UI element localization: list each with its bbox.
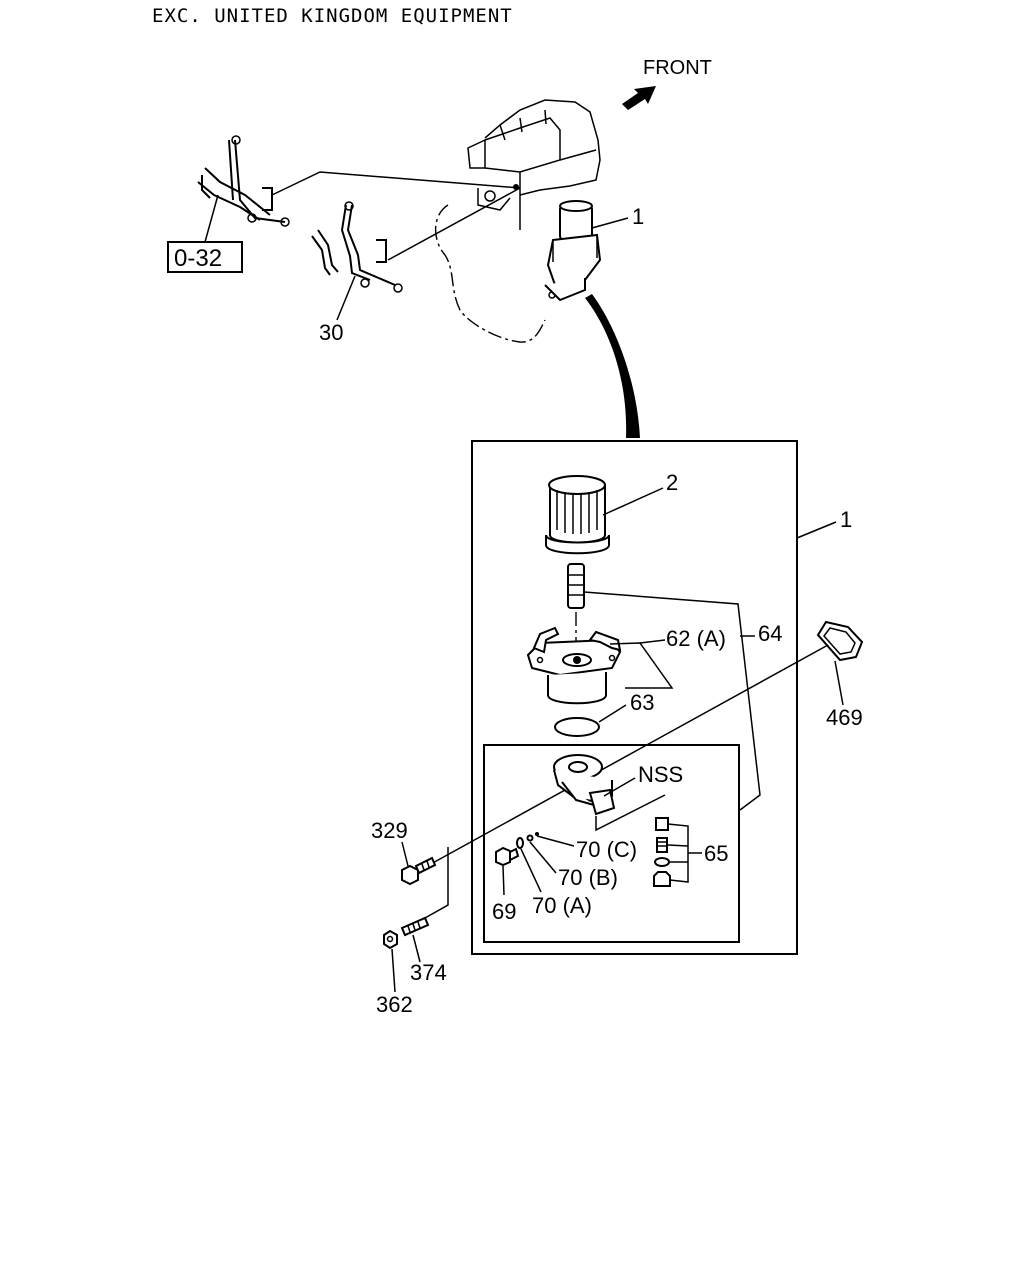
- o-ring: [554, 717, 600, 737]
- plug-and-washers-70: [495, 832, 539, 867]
- callout-nss: NSS: [638, 762, 683, 787]
- front-arrow-icon: [622, 86, 656, 110]
- callout-1-top: 1: [632, 204, 644, 229]
- gasket-469: [816, 620, 864, 662]
- callout-63: 63: [630, 690, 654, 715]
- callout-2: 2: [666, 470, 678, 495]
- oil-filter-element: [545, 475, 610, 555]
- nut-362: [383, 929, 398, 950]
- front-label: FRONT: [643, 57, 712, 79]
- callout-329: 329: [371, 818, 408, 843]
- filter-base: [553, 754, 616, 816]
- detail-pointer-arrow-icon: [585, 294, 640, 438]
- nss-sub-box: [483, 744, 740, 943]
- callout-469: 469: [826, 705, 863, 730]
- center-adapter-64: [567, 563, 585, 650]
- callout-69: 69: [492, 899, 516, 924]
- callout-30: 30: [319, 320, 343, 345]
- bolt-329: [401, 856, 437, 886]
- callout-374: 374: [410, 960, 447, 985]
- detail-box: [471, 440, 798, 955]
- oil-filter-assembly-installed: [544, 200, 602, 302]
- pipe-part-30: [311, 187, 521, 293]
- callout-70b: 70 (B): [558, 865, 618, 890]
- stud-374: [400, 916, 430, 937]
- callout-70a: 70 (A): [532, 893, 592, 918]
- callout-362: 362: [376, 992, 413, 1017]
- ref-0-32-label: 0-32: [174, 245, 222, 272]
- page-title: EXC. UNITED KINGDOM EQUIPMENT: [152, 5, 513, 27]
- callout-64: 64: [758, 621, 782, 646]
- pipe-assembly-0-32: [197, 135, 521, 227]
- relief-valve-parts-65: [653, 817, 671, 887]
- oil-cooler-62a: [526, 626, 622, 705]
- callout-62a: 62 (A): [666, 626, 726, 651]
- callout-70c: 70 (C): [576, 837, 637, 862]
- front-direction-indicator: FRONT: [622, 57, 712, 110]
- callout-65: 65: [704, 841, 728, 866]
- callout-1-box: 1: [840, 507, 852, 532]
